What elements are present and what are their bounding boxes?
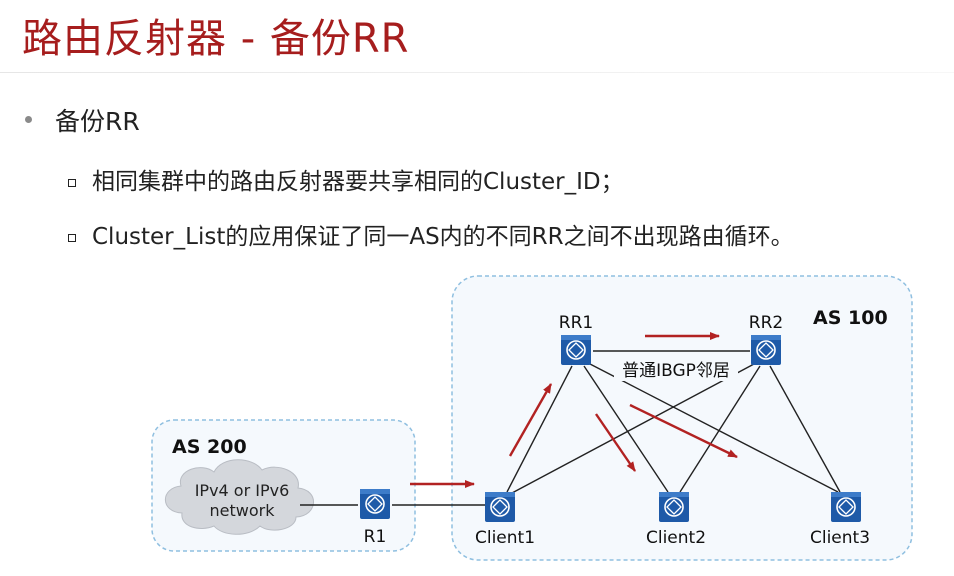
bullet-dot [25, 116, 32, 123]
router-icon [560, 334, 592, 366]
ibgp-peer-label: 普通IBGP邻居 [622, 361, 730, 381]
router-icon [359, 488, 391, 520]
node-label-client3: Client3 [810, 528, 870, 548]
router-icon [658, 491, 690, 523]
router-icon [830, 491, 862, 523]
link-rr1-client1 [506, 365, 573, 493]
link-rr2-client1 [511, 363, 755, 494]
sub-bullet-square [68, 234, 76, 242]
arrow-rr1-to-client2 [595, 413, 636, 472]
link-rr1-client2 [583, 365, 669, 493]
router-icon [484, 491, 516, 523]
node-label-client2: Client2 [646, 528, 706, 548]
link-rr1-client3 [589, 363, 839, 493]
as100-label: AS 100 [813, 307, 888, 329]
cloud-text-line1: IPv4 or IPv6 [195, 481, 290, 500]
cloud-text-line2: network [210, 501, 276, 520]
sub-bullet-square [68, 179, 76, 187]
link-rr2-client2 [679, 365, 761, 493]
title-divider [0, 72, 954, 73]
router-icon [750, 334, 782, 366]
page-title: 路由反射器 - 备份RR [22, 16, 410, 62]
node-label-rr2: RR2 [749, 313, 783, 333]
link-rr2-client3 [769, 365, 841, 493]
node-label-r1: R1 [364, 527, 387, 547]
sub-bullet-2: Cluster_List的应用保证了同一AS内的不同RR之间不出现路由循环。 [92, 224, 794, 250]
arrow-client1-to-rr1 [508, 383, 553, 457]
sub-bullet-1: 相同集群中的路由反射器要共享相同的Cluster_ID； [92, 169, 624, 195]
as200-label: AS 200 [172, 436, 247, 458]
network-cloud-icon [165, 459, 314, 535]
arrow-rr1-to-client3 [629, 403, 738, 459]
node-label-rr1: RR1 [559, 313, 593, 333]
bullet-heading: 备份RR [55, 107, 140, 136]
node-label-client1: Client1 [475, 528, 535, 548]
peer-label-bg [614, 359, 738, 381]
